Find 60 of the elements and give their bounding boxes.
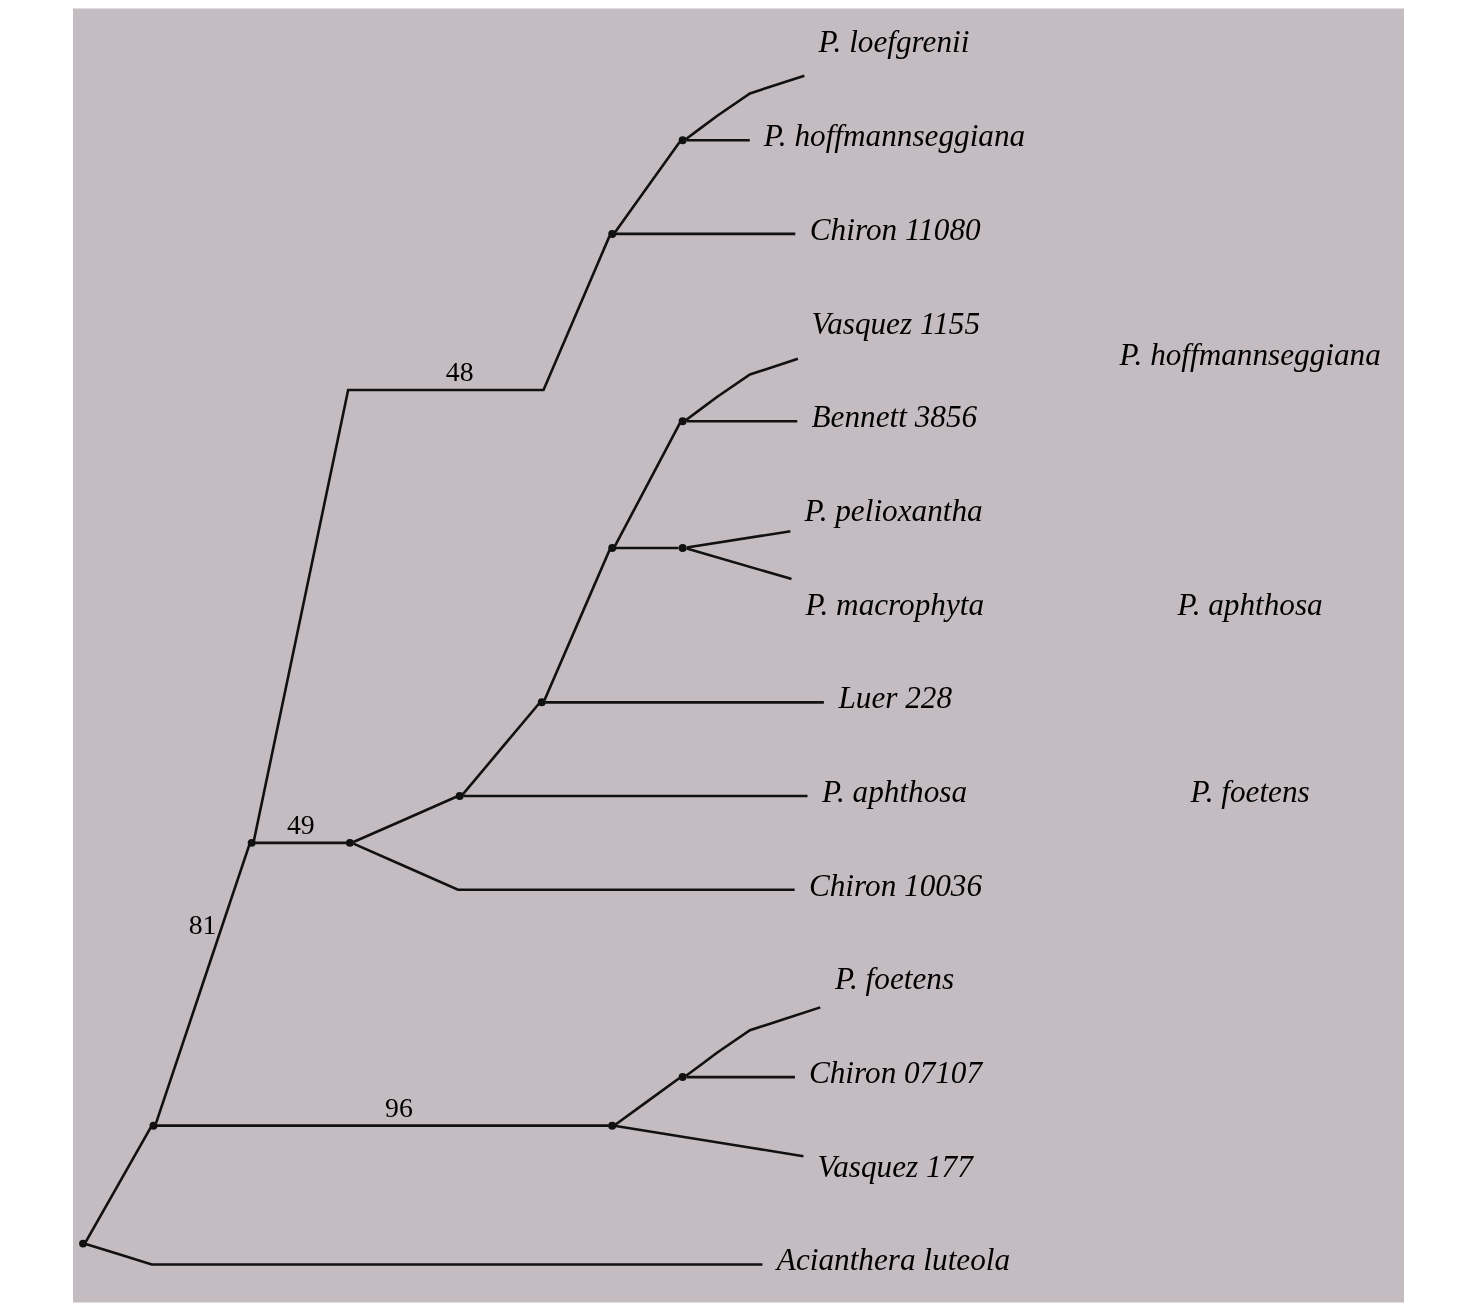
node-text: Vasquez 177	[817, 1148, 973, 1184]
node-text: P. macrophyta	[804, 586, 984, 622]
node-text: Chiron 11080	[809, 211, 981, 247]
node-text: Luer 228	[837, 680, 952, 716]
node-point	[678, 543, 687, 552]
connector	[542, 549, 611, 701]
node-point	[149, 1121, 157, 1130]
connector	[352, 795, 457, 844]
edge-label: 96	[384, 1091, 413, 1123]
connector	[614, 1077, 680, 1126]
node-point	[345, 838, 354, 847]
connector	[613, 141, 681, 234]
connector	[615, 232, 795, 236]
connector	[686, 530, 791, 549]
label: P. foetens	[1190, 773, 1310, 809]
node-text: Vasquez 1155	[811, 305, 980, 341]
connector	[252, 235, 611, 841]
node-point	[678, 417, 687, 426]
edge-label: 81	[188, 909, 216, 941]
edge-label: 49	[286, 808, 315, 840]
node-point	[247, 838, 256, 847]
connector	[684, 1006, 821, 1078]
connector	[352, 842, 795, 891]
node-point	[678, 1073, 687, 1082]
connector	[254, 841, 347, 845]
node-point	[607, 1121, 616, 1130]
connector	[544, 701, 824, 704]
node-point	[607, 229, 616, 238]
node-text: Chiron 10036	[808, 867, 982, 903]
connector	[84, 1126, 152, 1243]
node-text: P. hoffmannseggiana	[763, 118, 1025, 154]
connector	[685, 547, 792, 581]
connector	[462, 794, 807, 798]
node-text: P. foetens	[834, 961, 954, 997]
node-point	[78, 1239, 87, 1248]
node-text: P. aphthosa	[821, 773, 967, 809]
connector	[615, 546, 679, 550]
connector	[684, 357, 798, 422]
node-point	[678, 136, 687, 145]
connector	[156, 1124, 609, 1127]
label: P. hoffmannseggiana	[1118, 336, 1381, 372]
connector	[686, 1075, 795, 1079]
node-point	[607, 543, 616, 552]
label: P. aphthosa	[1177, 586, 1323, 622]
connector	[461, 702, 540, 796]
node-point	[537, 698, 546, 707]
node-text: Chiron 07107	[808, 1054, 982, 1090]
connector	[615, 1124, 804, 1158]
connector	[613, 422, 681, 547]
connector	[85, 1242, 762, 1266]
edge-label: 48	[445, 356, 474, 388]
node-text: P. loefgrenii	[817, 24, 969, 60]
node-text: P. pelioxantha	[804, 492, 983, 528]
connector	[686, 138, 750, 142]
node-text: Bennett 3856	[811, 399, 977, 435]
connector	[154, 844, 250, 1124]
node-point	[455, 792, 464, 800]
node-text: Acianthera luteola	[776, 1242, 1010, 1278]
connector	[684, 74, 805, 141]
connector	[686, 420, 797, 423]
